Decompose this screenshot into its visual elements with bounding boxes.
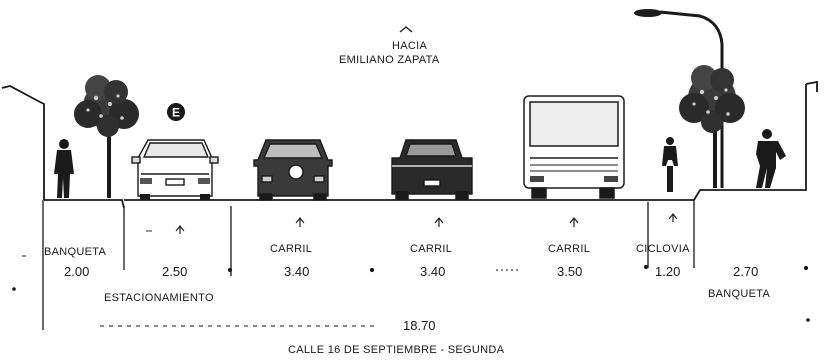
street-name-caption: CALLE 16 DE SEPTIEMBRE - SEGUNDA bbox=[288, 344, 505, 356]
pedestrian-left-icon bbox=[54, 139, 74, 198]
zone-width-banqueta-right: 2.70 bbox=[733, 264, 759, 279]
zone-label-banqueta-right: BANQUETA bbox=[708, 288, 771, 300]
lane-arrow-icons bbox=[175, 213, 678, 234]
direction-caret-icon bbox=[399, 26, 413, 33]
right-building-outline bbox=[693, 80, 818, 201]
direction-destination: EMILIANO ZAPATA bbox=[339, 54, 440, 66]
zone-width-carril-1: 3.40 bbox=[284, 264, 310, 279]
parking-sign-letter: E bbox=[172, 106, 180, 120]
zone-label-banqueta-left: BANQUETA bbox=[44, 246, 107, 258]
pickup-truck-icon bbox=[391, 139, 473, 200]
cyclist-icon bbox=[662, 137, 678, 192]
tree-right-icon bbox=[679, 65, 745, 188]
zone-width-estacionamiento: 2.50 bbox=[162, 264, 188, 279]
parked-car-icon bbox=[131, 139, 219, 200]
zone-label-carril-3: CARRIL bbox=[548, 243, 591, 255]
total-width: 18.70 bbox=[403, 318, 436, 333]
zone-label-estacionamiento: ESTACIONAMIENTO bbox=[104, 292, 214, 304]
zone-width-banqueta-left: 2.00 bbox=[64, 264, 90, 279]
zone-label-carril-1: CARRIL bbox=[270, 243, 313, 255]
street-lamp-icon bbox=[634, 9, 724, 188]
zone-dividers bbox=[42, 200, 695, 330]
zone-label-ciclovia: CICLOVIA bbox=[636, 243, 690, 255]
jeep-icon bbox=[253, 139, 333, 201]
left-building-outline bbox=[1, 85, 125, 209]
dimension-marks bbox=[12, 255, 810, 327]
pedestrian-right-icon bbox=[756, 129, 786, 188]
zone-width-ciclovia: 1.20 bbox=[655, 264, 681, 279]
zone-label-carril-2: CARRIL bbox=[410, 243, 453, 255]
zone-width-carril-2: 3.40 bbox=[420, 264, 446, 279]
direction-title: HACIA bbox=[392, 40, 428, 52]
zone-width-carril-3: 3.50 bbox=[557, 264, 583, 279]
tree-left-icon bbox=[74, 75, 139, 198]
bus-icon bbox=[523, 95, 625, 199]
parking-sign-icon: E bbox=[167, 103, 185, 121]
